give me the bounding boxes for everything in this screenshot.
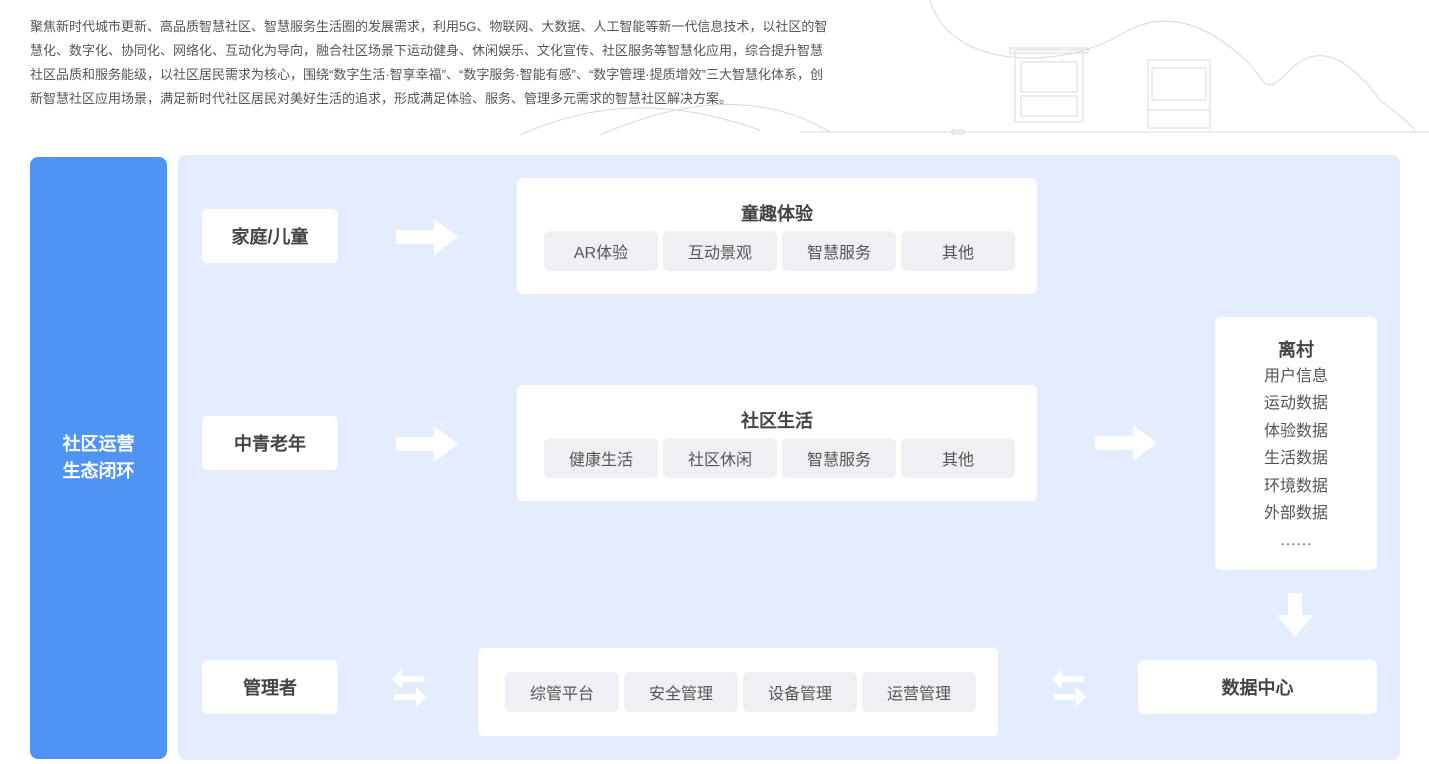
other-pill: 其他 xyxy=(901,231,1015,271)
device-management-pill: 设备管理 xyxy=(743,672,857,712)
healthy-life-pill: 健康生活 xyxy=(544,438,658,478)
ar-experience-pill: AR体验 xyxy=(544,231,658,271)
security-management-pill: 安全管理 xyxy=(624,672,738,712)
data-sources-card: 离村 用户信息 运动数据 体验数据 生活数据 环境数据 外部数据 …… xyxy=(1215,317,1377,570)
data-item-external: 外部数据 xyxy=(1263,504,1328,522)
data-sources-title: 离村 xyxy=(1278,340,1314,360)
arrow-right-icon xyxy=(396,219,458,255)
integrated-management-pill: 综管平台 xyxy=(505,672,619,712)
data-item-more: …… xyxy=(1280,532,1312,550)
management-platform-card: 综管平台 安全管理 设备管理 运营管理 xyxy=(478,648,998,736)
smart-service-pill: 智慧服务 xyxy=(782,231,896,271)
community-life-card: 社区生活 健康生活 社区休闲 智慧服务 其他 xyxy=(517,385,1037,501)
intro-paragraph: 聚焦新时代城市更新、高品质智慧社区、智慧服务生活圈的发展需求，利用5G、物联网、… xyxy=(30,19,828,106)
community-leisure-pill: 社区休闲 xyxy=(663,438,777,478)
operation-management-pill: 运营管理 xyxy=(862,672,976,712)
data-item-environment: 环境数据 xyxy=(1263,477,1328,495)
bidirectional-arrow-icon xyxy=(1052,669,1086,707)
community-life-title: 社区生活 xyxy=(741,411,813,431)
other-pill: 其他 xyxy=(901,438,1015,478)
data-item-user-info: 用户信息 xyxy=(1263,368,1328,385)
ecosystem-loop-text: 社区运营 生态闭环 xyxy=(62,434,135,481)
data-item-sports: 运动数据 xyxy=(1263,395,1328,413)
data-item-experience: 体验数据 xyxy=(1263,422,1328,440)
bidirectional-arrow-icon xyxy=(392,669,426,707)
arrow-right-icon xyxy=(396,426,458,462)
smart-service-pill: 智慧服务 xyxy=(782,438,896,478)
arrow-right-icon xyxy=(1095,425,1157,461)
interactive-landscape-pill: 互动景观 xyxy=(663,231,777,271)
children-experience-card: 童趣体验 AR体验 互动景观 智慧服务 其他 xyxy=(517,178,1037,294)
manager-label: 管理者 xyxy=(202,660,338,714)
children-experience-title: 童趣体验 xyxy=(741,204,813,224)
adults-label: 中青老年 xyxy=(202,416,338,470)
data-item-life: 生活数据 xyxy=(1263,450,1328,468)
family-children-label: 家庭/儿童 xyxy=(202,209,338,263)
decorative-line-illustration xyxy=(519,0,1429,136)
data-center-label: 数据中心 xyxy=(1138,660,1377,714)
ecosystem-loop-label: 社区运营 生态闭环 xyxy=(30,157,167,759)
arrow-down-icon xyxy=(1277,593,1313,637)
